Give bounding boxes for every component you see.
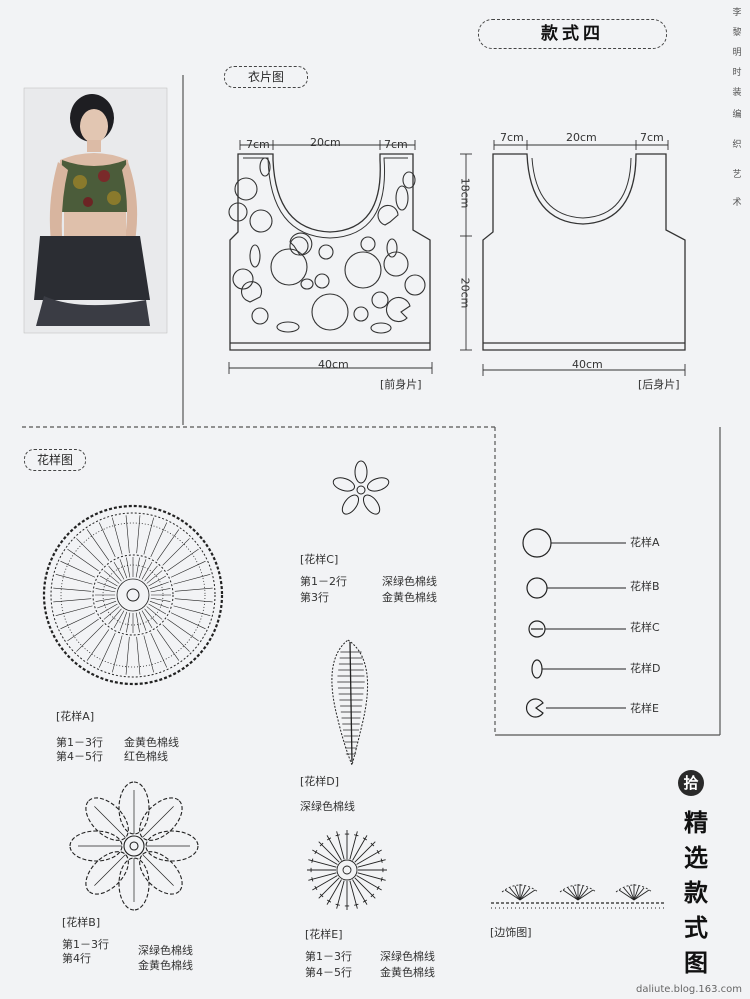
pattern-c-rows-2: 第3行: [300, 591, 329, 604]
page-title: 款式四: [541, 24, 604, 44]
front-piece-caption: [前身片]: [380, 378, 422, 391]
pattern-b-chart: [69, 781, 199, 911]
pattern-b-yarn-1: 深绿色棉线: [138, 944, 193, 957]
legend-symbols: [522, 528, 626, 718]
pattern-c-rows-1: 第1－2行: [300, 575, 347, 588]
back-dim-neck: 20cm: [566, 131, 597, 144]
pattern-c-title: [花样C]: [300, 553, 339, 566]
pattern-a-chart: [42, 504, 224, 686]
pattern-b-yarn-2: 金黄色棉线: [138, 959, 193, 972]
pattern-e-rows-1: 第1－3行: [305, 950, 352, 963]
front-piece-motifs: [228, 157, 426, 334]
pattern-c-yarn-1: 深绿色棉线: [382, 575, 437, 588]
side-char: 织: [732, 140, 742, 150]
legend-label-a: 花样A: [630, 536, 660, 549]
pattern-d-title: [花样D]: [300, 775, 340, 788]
back-piece-outline: [482, 153, 686, 351]
section-label-text: 花样图: [36, 453, 73, 467]
pattern-e-yarn-1: 深绿色棉线: [380, 950, 435, 963]
side-char: 编: [732, 110, 742, 120]
front-dim-width: 40cm: [318, 358, 349, 371]
front-dimension-lines: [228, 140, 472, 374]
front-dim-shoulder-right: 7cm: [384, 138, 408, 151]
side-char: 李: [732, 8, 742, 18]
model-photo: [23, 87, 168, 334]
watermark: daliute.blog.163.com: [636, 984, 743, 995]
section-label-text: 衣片图: [247, 70, 284, 84]
pattern-c-yarn-2: 金黄色棉线: [382, 591, 437, 604]
legend-label-c: 花样C: [630, 621, 660, 634]
pattern-b-rows-1: 第1－3行: [62, 938, 109, 951]
legend-label-b: 花样B: [630, 580, 660, 593]
edging-caption: [边饰图]: [490, 926, 532, 939]
back-dimension-lines: [482, 140, 686, 376]
pattern-b-rows-2: 第4行: [62, 952, 91, 965]
side-char: 艺: [732, 170, 742, 180]
patterns-section-label: 花样图: [24, 449, 86, 471]
side-char: 装: [732, 88, 742, 98]
pattern-b-title: [花样B]: [62, 916, 101, 929]
legend-label-e: 花样E: [630, 702, 659, 715]
pattern-a-yarn-1: 金黄色棉线: [124, 736, 179, 749]
back-dim-width: 40cm: [572, 358, 603, 371]
pattern-e-yarn-2: 金黄色棉线: [380, 966, 435, 979]
pattern-d-yarn: 深绿色棉线: [300, 800, 355, 813]
pattern-d-chart: [331, 639, 368, 767]
side-char: 明: [732, 48, 742, 58]
pattern-a-rows-1: 第1－3行: [56, 736, 103, 749]
pattern-e-rows-2: 第4－5行: [305, 966, 352, 979]
pattern-e-title: [花样E]: [305, 928, 343, 941]
vertical-title-badge: 拾: [678, 770, 704, 796]
vertical-title-char: 精: [684, 808, 708, 837]
style-title-badge: 款式四: [478, 19, 667, 49]
vertical-title-char: 图: [684, 948, 708, 977]
front-dim-neck: 20cm: [310, 136, 341, 149]
edging-chart: [491, 884, 666, 909]
pattern-a-rows-2: 第4－5行: [56, 750, 103, 763]
pattern-a-yarn-2: 红色棉线: [124, 750, 168, 763]
pattern-a-title: [花样A]: [56, 710, 95, 723]
front-dim-shoulder-left: 7cm: [246, 138, 270, 151]
side-char: 时: [732, 68, 742, 78]
front-dim-armhole-height: 18cm: [458, 177, 472, 209]
back-piece-caption: [后身片]: [638, 378, 680, 391]
side-char: 术: [732, 198, 742, 208]
legend-label-d: 花样D: [630, 662, 661, 675]
pattern-e-chart: [307, 830, 387, 910]
vertical-title-char: 式: [684, 913, 708, 942]
back-dim-shoulder-right: 7cm: [640, 131, 664, 144]
pieces-section-label: 衣片图: [224, 66, 308, 88]
side-char: 黎: [732, 28, 742, 38]
vertical-title-char: 选: [684, 843, 708, 872]
vertical-title-char: 款: [684, 878, 708, 907]
pattern-c-chart: [332, 460, 390, 515]
front-piece-outline: [229, 153, 431, 351]
back-dim-shoulder-left: 7cm: [500, 131, 524, 144]
front-dim-body-height: 20cm: [458, 277, 472, 309]
